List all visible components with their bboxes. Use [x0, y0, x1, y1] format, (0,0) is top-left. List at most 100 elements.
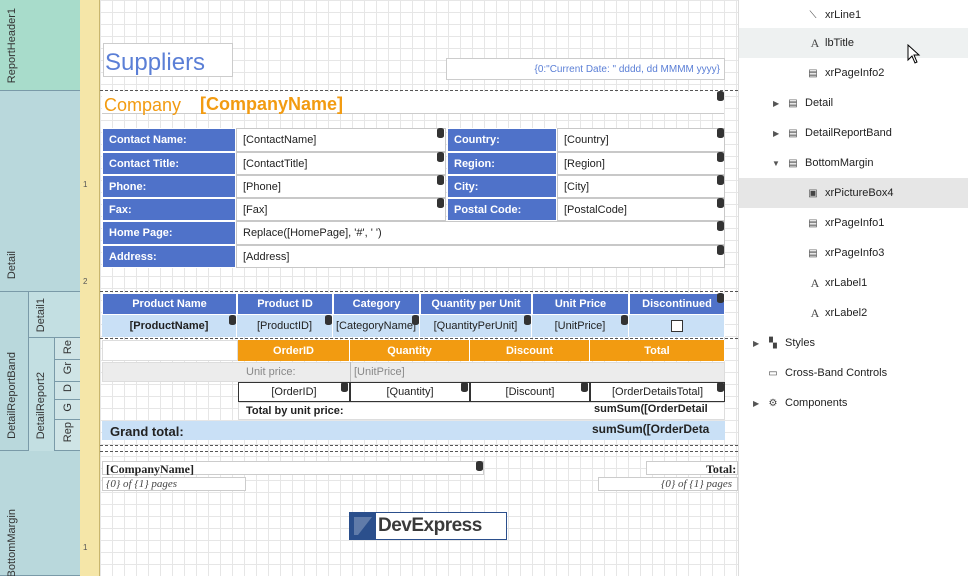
company-label: Company	[104, 95, 182, 115]
tree-item-xrlabel2[interactable]: A xrLabel2	[739, 298, 968, 328]
tree-item-detail[interactable]: ▶ ▤ Detail	[739, 88, 968, 118]
total-by-summary[interactable]: sumSum([OrderDetail	[594, 403, 708, 415]
footer-pages-right-box[interactable]	[598, 477, 738, 491]
database-icon	[341, 382, 348, 392]
qpu-field[interactable]: [QuantityPerUnit]	[420, 315, 532, 337]
tree-item-label: DetailReportBand	[805, 127, 892, 139]
order-header-discount: Discount	[470, 340, 590, 361]
order-id-field[interactable]: [OrderID]	[238, 382, 350, 402]
postal-code-field[interactable]: [PostalCode]	[557, 198, 725, 221]
band-separator	[100, 445, 738, 446]
tree-item-label: xrPageInfo1	[825, 217, 885, 229]
discount-field[interactable]: [Discount]	[470, 382, 590, 402]
tree-item-xrlabel1[interactable]: A xrLabel1	[739, 268, 968, 298]
band-detail1[interactable]: Detail1	[28, 292, 80, 338]
discontinued-checkbox[interactable]	[670, 320, 683, 332]
tree-item-styles[interactable]: ▶ ▚ Styles	[739, 328, 968, 358]
homepage-field[interactable]: Replace([HomePage], '#', ' ')	[236, 221, 725, 245]
country-field[interactable]: [Country]	[557, 128, 725, 152]
band-detail[interactable]: Detail	[0, 91, 80, 292]
product-header-id: Product ID	[237, 293, 333, 315]
report-explorer-panel[interactable]: ⟍ xrLine1 A lbTitle ▤ xrPageInfo2 ▶ ▤ De…	[738, 0, 968, 576]
band-d1[interactable]: D	[54, 382, 80, 400]
expand-arrow-icon[interactable]: ▶	[753, 338, 760, 348]
band-rep1[interactable]: Rep	[54, 420, 80, 451]
report-title[interactable]: Suppliers	[103, 43, 233, 77]
orders-left-blank[interactable]	[102, 340, 238, 361]
label-icon: A	[810, 305, 820, 320]
ruler-tick: 1	[83, 543, 88, 552]
band-detail-report2[interactable]: DetailReport2	[28, 338, 54, 451]
contact-name-label: Contact Name:	[102, 128, 236, 152]
database-icon	[437, 152, 444, 162]
styles-icon: ▚	[769, 337, 777, 349]
address-field[interactable]: [Address]	[236, 245, 725, 268]
pageinfo-icon: ▤	[808, 217, 818, 229]
database-icon	[229, 315, 236, 325]
total-by-row[interactable]	[238, 402, 725, 420]
footer-pages-box[interactable]	[102, 477, 246, 491]
footer-company-box[interactable]	[102, 461, 484, 475]
tree-item-detailreportband[interactable]: ▶ ▤ DetailReportBand	[739, 118, 968, 148]
database-icon	[461, 382, 468, 392]
band-icon: ▤	[788, 127, 798, 139]
database-icon	[717, 221, 724, 231]
current-date-pageinfo[interactable]: {0:"Current Date: " dddd, dd MMMM yyyy}	[446, 58, 725, 80]
band-label-detail-report2: DetailReport2	[35, 372, 47, 440]
category-field[interactable]: [CategoryName]	[333, 315, 420, 337]
contact-title-field[interactable]: [ContactTitle]	[236, 152, 446, 175]
product-header-name: Product Name	[102, 293, 237, 315]
tree-item-label: xrPageInfo2	[825, 67, 885, 79]
fax-label: Fax:	[102, 198, 236, 221]
discontinued-field[interactable]	[629, 315, 725, 337]
tree-item-xrpageinfo1[interactable]: ▤ xrPageInfo1	[739, 208, 968, 238]
band-gr1[interactable]: Gr	[54, 360, 80, 382]
tree-item-xrpageinfo3[interactable]: ▤ xrPageInfo3	[739, 238, 968, 268]
band-bottom-margin[interactable]: BottomMargin	[0, 451, 80, 576]
order-total-field[interactable]: [OrderDetailsTotal]	[590, 382, 725, 402]
grand-total-row[interactable]	[102, 421, 725, 440]
expand-arrow-icon[interactable]: ▶	[773, 128, 780, 138]
tree-item-cross-band[interactable]: ▭ Cross-Band Controls	[739, 358, 968, 388]
database-icon	[717, 128, 724, 138]
grand-total-summary[interactable]: sumSum([OrderDeta	[592, 422, 710, 436]
product-header-discontinued: Discontinued	[629, 293, 725, 315]
order-header-id: OrderID	[238, 340, 350, 361]
expand-arrow-icon[interactable]: ▶	[753, 398, 760, 408]
product-name-field[interactable]: [ProductName]	[102, 315, 237, 337]
expand-arrow-icon[interactable]: ▶	[773, 98, 780, 108]
devexpress-logo-picturebox[interactable]: DevExpress	[349, 512, 507, 540]
unit-price-group-row[interactable]	[102, 362, 725, 382]
quantity-field[interactable]: [Quantity]	[350, 382, 470, 402]
region-field[interactable]: [Region]	[557, 152, 725, 175]
band-label-detail1: Detail1	[35, 298, 47, 333]
tree-item-xrline1[interactable]: ⟍ xrLine1	[739, 0, 968, 30]
phone-field[interactable]: [Phone]	[236, 175, 446, 198]
tree-item-xrpageinfo2[interactable]: ▤ xrPageInfo2	[739, 58, 968, 88]
picture-icon: ▣	[808, 187, 818, 199]
postal-code-label: Postal Code:	[447, 198, 557, 221]
product-id-field[interactable]: [ProductID]	[237, 315, 333, 337]
company-row[interactable]: Company [CompanyName]	[102, 92, 724, 115]
tree-item-components[interactable]: ▶ ⚙ Components	[739, 388, 968, 418]
database-icon	[621, 315, 628, 325]
band-g1[interactable]: G	[54, 400, 80, 420]
city-field[interactable]: [City]	[557, 175, 725, 198]
tree-item-bottommargin[interactable]: ▼ ▤ BottomMargin	[739, 148, 968, 178]
footer-total-box[interactable]	[646, 461, 738, 475]
pageinfo-icon: ▤	[808, 247, 818, 259]
unit-price-group-field[interactable]: [UnitPrice]	[354, 366, 405, 378]
collapse-arrow-icon[interactable]: ▼	[772, 158, 780, 168]
fax-field[interactable]: [Fax]	[236, 198, 446, 221]
unit-price-field[interactable]: [UnitPrice]	[532, 315, 629, 337]
band-report-header[interactable]: ReportHeader1	[0, 0, 80, 91]
contact-name-field[interactable]: [ContactName]	[236, 128, 446, 152]
devexpress-logo-icon	[350, 513, 376, 539]
grand-total-label: Grand total:	[110, 424, 184, 439]
tree-item-label: Components	[785, 397, 848, 409]
band-re1[interactable]: Re	[54, 338, 80, 360]
database-icon	[581, 382, 588, 392]
tree-item-lbtitle[interactable]: A lbTitle	[739, 28, 968, 58]
tree-item-xrpicturebox4[interactable]: ▣ xrPictureBox4	[739, 178, 968, 208]
report-designer-surface[interactable]: ReportHeader1 Detail DetailReportBand De…	[0, 0, 738, 576]
